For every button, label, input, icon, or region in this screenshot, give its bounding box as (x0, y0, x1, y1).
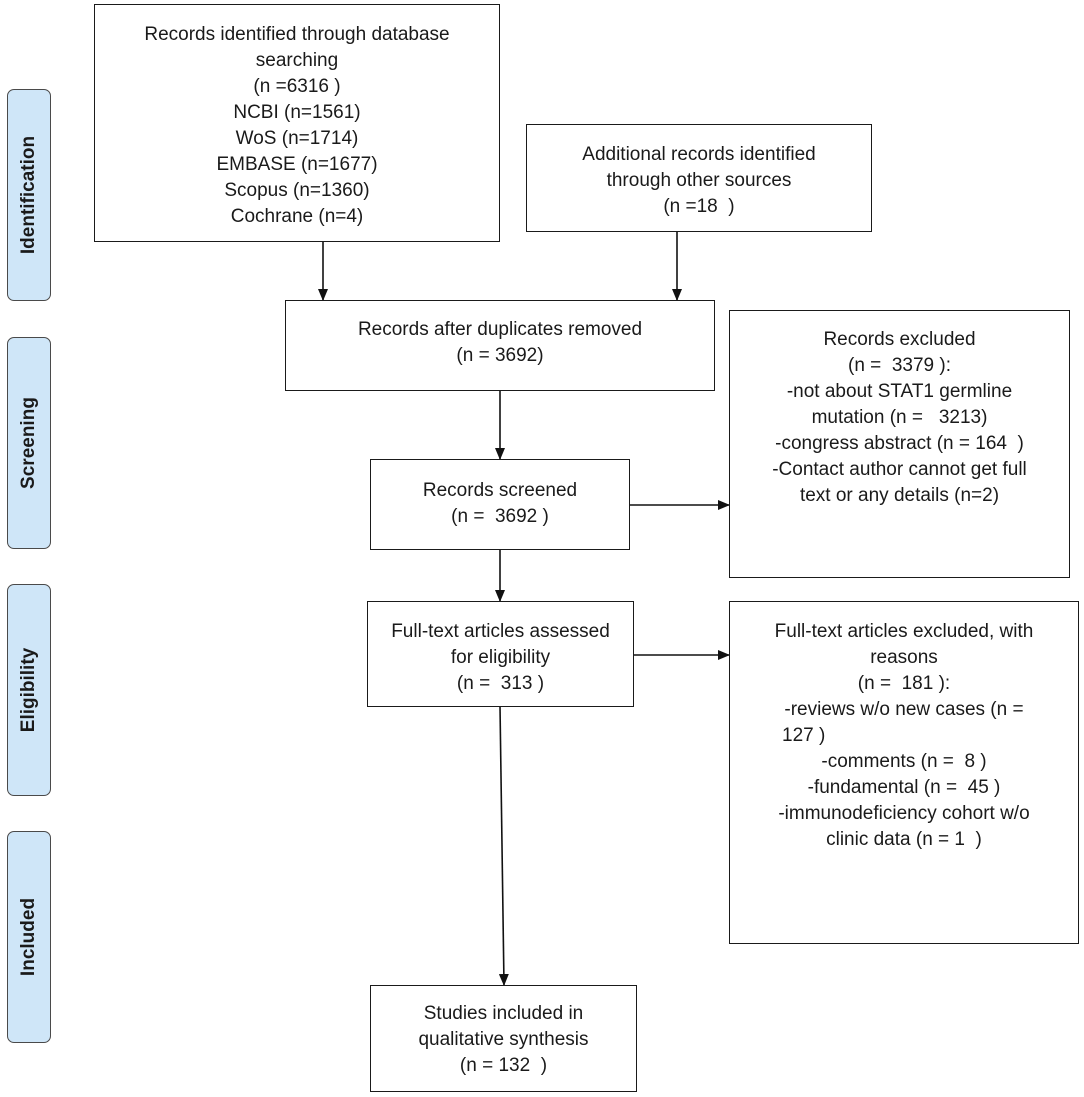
excluded-line-1: Records excluded (823, 329, 976, 350)
excluded-line-7: text or any details (n=2) (799, 485, 1000, 506)
fulltext-excluded-line-5: 127 ) (782, 725, 826, 746)
other-sources-line-1: Additional records identified (582, 144, 816, 165)
box-other-sources: Additional records identified through ot… (526, 124, 872, 232)
screened-line-1: Records screened (422, 480, 578, 501)
db-search-line-6: EMBASE (n=1677) (216, 154, 378, 175)
stage-included: Included (7, 831, 51, 1043)
box-database-search: Records identified through database sear… (94, 4, 500, 242)
fulltext-excluded-line-7: -fundamental (n = 45 ) (807, 777, 1001, 798)
fulltext-line-2: for eligibility (450, 647, 551, 668)
box-records-screened: Records screened (n = 3692 ) (370, 459, 630, 550)
db-search-line-2: searching (255, 50, 339, 71)
db-search-line-4: NCBI (n=1561) (233, 102, 361, 123)
arrow-fulltext-to-included (498, 705, 509, 986)
excluded-line-3: -not about STAT1 germline (786, 381, 1013, 402)
other-sources-line-3: (n =18 ) (663, 196, 735, 217)
db-search-line-7: Scopus (n=1360) (224, 180, 370, 201)
box-studies-included: Studies included in qualitative synthesi… (370, 985, 637, 1092)
stage-screening: Screening (7, 337, 51, 549)
fulltext-excluded-line-9: clinic data (n = 1 ) (826, 829, 982, 850)
screened-line-2: (n = 3692 ) (451, 506, 549, 527)
fulltext-line-3: (n = 313 ) (456, 673, 545, 694)
excluded-line-5: -congress abstract (n = 164 ) (775, 433, 1024, 454)
fulltext-excluded-line-1: Full-text articles excluded, with (774, 621, 1034, 642)
included-line-1: Studies included in (423, 1003, 584, 1024)
fulltext-excluded-line-8: -immunodeficiency cohort w/o (778, 803, 1030, 824)
included-line-2: qualitative synthesis (418, 1029, 589, 1050)
box-after-duplicates: Records after duplicates removed (n = 36… (285, 300, 715, 391)
stage-eligibility: Eligibility (7, 584, 51, 796)
db-search-line-8: Cochrane (n=4) (230, 206, 364, 227)
fulltext-excluded-line-6: -comments (n = 8 ) (821, 751, 987, 772)
box-fulltext-assessed: Full-text articles assessed for eligibil… (367, 601, 634, 707)
fulltext-line-1: Full-text articles assessed (391, 621, 610, 642)
box-fulltext-excluded: Full-text articles excluded, with reason… (729, 601, 1079, 944)
db-search-line-3: (n =6316 ) (253, 76, 341, 97)
excluded-line-2: (n = 3379 ): (848, 355, 951, 376)
excluded-line-6: -Contact author cannot get full (772, 459, 1027, 480)
fulltext-excluded-line-3: (n = 181 ): (857, 673, 951, 694)
dedup-line-2: (n = 3692) (456, 345, 544, 366)
stage-identification: Identification (7, 89, 51, 301)
other-sources-line-2: through other sources (606, 170, 792, 191)
excluded-line-4: mutation (n = 3213) (811, 407, 988, 428)
dedup-line-1: Records after duplicates removed (357, 319, 643, 340)
included-line-3: (n = 132 ) (459, 1055, 548, 1076)
db-search-line-5: WoS (n=1714) (235, 128, 359, 149)
fulltext-excluded-line-4: -reviews w/o new cases (n = (784, 699, 1024, 720)
fulltext-excluded-line-2: reasons (870, 647, 938, 668)
box-records-excluded: Records excluded (n = 3379 ): -not about… (729, 310, 1070, 578)
db-search-line-1: Records identified through database (144, 24, 450, 45)
